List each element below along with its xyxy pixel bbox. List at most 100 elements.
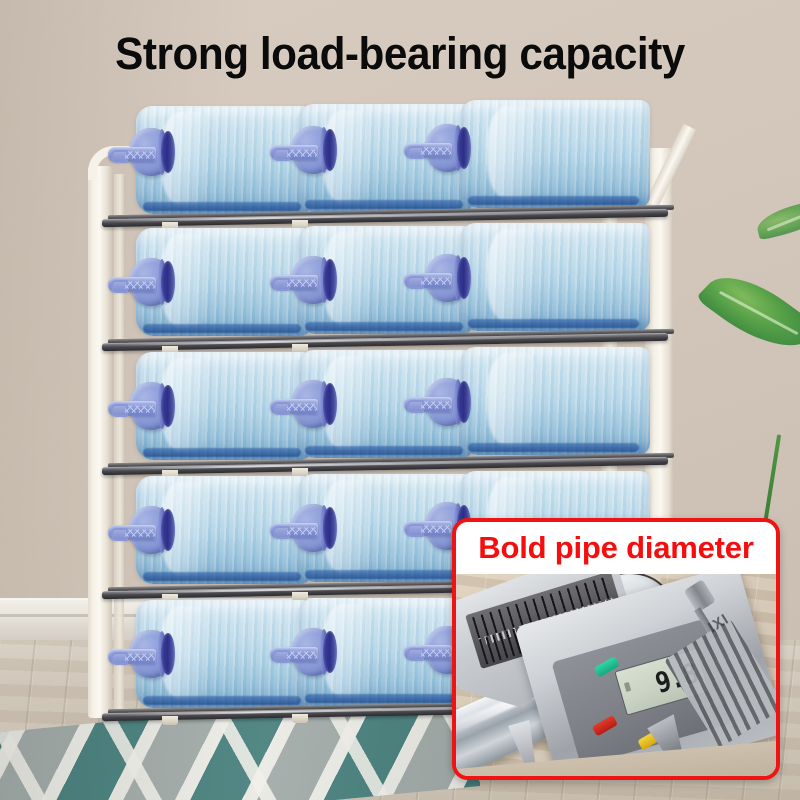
- lcd-indicator: [623, 681, 632, 692]
- cap-outer-ring: [323, 129, 337, 171]
- bottle-cap: [404, 378, 474, 430]
- water-bottle: [460, 223, 650, 331]
- handle-zigzag-grip: [421, 277, 451, 285]
- handle-zigzag-grip: [125, 529, 155, 537]
- bottle-cap: [108, 506, 178, 558]
- cap-carry-handle: [108, 147, 156, 163]
- handle-zigzag-grip: [125, 151, 155, 159]
- shelf-support-tab: [162, 594, 178, 603]
- bottle-base-band: [467, 196, 639, 205]
- rack-shelf: [102, 328, 674, 355]
- cap-carry-handle: [108, 401, 156, 417]
- handle-zigzag-grip: [421, 525, 451, 533]
- bottle-highlight: [486, 106, 536, 200]
- callout-title: Bold pipe diameter: [478, 530, 754, 565]
- page-title: Strong load-bearing capacity: [115, 28, 685, 79]
- handle-zigzag-grip: [421, 147, 451, 155]
- cap-carry-handle: [270, 647, 318, 663]
- handle-zigzag-grip: [421, 649, 451, 657]
- bottle-cap: [108, 630, 178, 682]
- plant-stem: [762, 434, 782, 526]
- handle-zigzag-grip: [287, 403, 317, 411]
- water-bottle-storage-rack: [88, 100, 696, 725]
- bottle-base-band: [143, 202, 302, 211]
- cap-outer-ring: [161, 131, 175, 173]
- handle-zigzag-grip: [287, 149, 317, 157]
- shelf-support-tab: [292, 344, 308, 353]
- cap-outer-ring: [323, 507, 337, 549]
- bottle-cap: [270, 126, 340, 178]
- callout-panel: Bold pipe diameter 9.: [452, 518, 780, 780]
- cap-outer-ring: [457, 257, 471, 299]
- plant-leaf-icon: [695, 261, 800, 365]
- bottle-base-band: [143, 696, 302, 705]
- bottle-base-band: [143, 448, 302, 457]
- bottle-cap: [404, 124, 474, 176]
- cap-outer-ring: [161, 633, 175, 675]
- cap-carry-handle: [404, 645, 452, 661]
- plant-leaf-icon: [753, 197, 800, 241]
- caliper-zero-button[interactable]: [591, 714, 618, 737]
- shelf-support-tab: [292, 592, 308, 601]
- caliper-measurement-photo: 9.8 IXI: [456, 574, 776, 776]
- cap-carry-handle: [270, 399, 318, 415]
- bottle-base-band: [305, 322, 464, 331]
- cap-outer-ring: [161, 261, 175, 303]
- shelf-support-tab: [292, 220, 308, 229]
- handle-zigzag-grip: [421, 401, 451, 409]
- rack-left-post: [88, 166, 112, 718]
- cap-carry-handle: [404, 397, 452, 413]
- bottle-highlight: [486, 229, 536, 323]
- rack-left-inner-post: [114, 174, 124, 718]
- handle-zigzag-grip: [287, 279, 317, 287]
- shelf-support-tab: [162, 222, 178, 231]
- handle-zigzag-grip: [125, 653, 155, 661]
- cap-outer-ring: [457, 127, 471, 169]
- rack-shelf: [102, 698, 674, 725]
- cap-carry-handle: [404, 273, 452, 289]
- water-bottle: [136, 106, 312, 214]
- cap-carry-handle: [270, 145, 318, 161]
- handle-zigzag-grip: [125, 405, 155, 413]
- handle-zigzag-grip: [287, 651, 317, 659]
- handle-zigzag-grip: [287, 527, 317, 535]
- bottle-cap: [270, 380, 340, 432]
- shelf-support-tab: [162, 716, 178, 725]
- cap-outer-ring: [457, 381, 471, 423]
- water-bottle: [460, 100, 650, 208]
- shelf-support-tab: [162, 346, 178, 355]
- bottle-base-band: [467, 319, 639, 328]
- handle-zigzag-grip: [125, 281, 155, 289]
- bottle-base-band: [305, 570, 464, 579]
- rack-shelf: [102, 576, 674, 603]
- bottle-cap: [270, 628, 340, 680]
- rack-shelf: [102, 452, 674, 479]
- shelf-support-tab: [292, 714, 308, 723]
- cap-outer-ring: [323, 259, 337, 301]
- cap-carry-handle: [108, 277, 156, 293]
- bottle-highlight: [486, 353, 536, 447]
- bottle-base-band: [143, 572, 302, 581]
- cap-carry-handle: [270, 523, 318, 539]
- bottle-cap: [270, 504, 340, 556]
- cap-carry-handle: [108, 649, 156, 665]
- callout-header: Bold pipe diameter: [456, 522, 776, 574]
- cap-carry-handle: [108, 525, 156, 541]
- cap-carry-handle: [404, 521, 452, 537]
- shelf-support-tab: [292, 468, 308, 477]
- cap-carry-handle: [270, 275, 318, 291]
- bottle-base-band: [143, 324, 302, 333]
- bottle-cap: [108, 382, 178, 434]
- cap-outer-ring: [161, 385, 175, 427]
- bottle-cap: [108, 258, 178, 310]
- houseplant: [684, 196, 800, 526]
- cap-outer-ring: [161, 509, 175, 551]
- bottle-base-band: [305, 200, 464, 209]
- bottle-cap: [404, 254, 474, 306]
- water-bottle: [298, 350, 474, 458]
- rack-shelf: [102, 204, 674, 231]
- bottle-base-band: [305, 446, 464, 455]
- bottle-base-band: [467, 443, 639, 452]
- water-bottle: [460, 347, 650, 455]
